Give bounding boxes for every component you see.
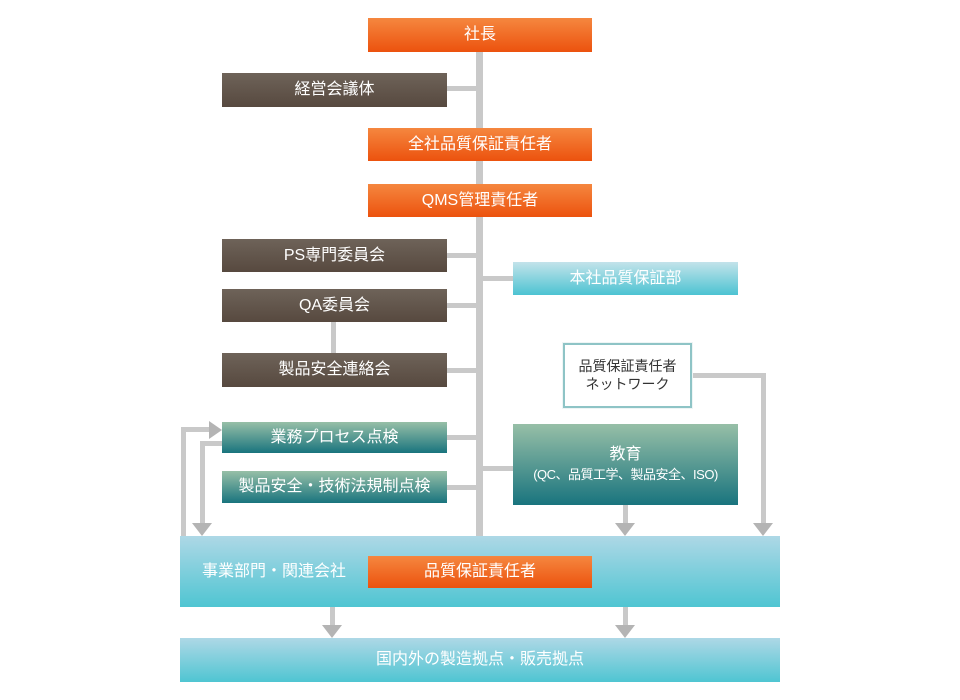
connector-liaison <box>447 368 476 373</box>
arrow-down-icon <box>615 625 635 638</box>
node-regulation-inspection: 製品安全・技術法規制点検 <box>222 471 447 503</box>
node-qa-committee-label: QA委員会 <box>298 296 371 314</box>
connector-sites-right <box>623 607 628 625</box>
node-ps-committee-label: PS専門委員会 <box>283 246 386 264</box>
node-business-divisions-label: 事業部門・関連会社 <box>201 562 346 580</box>
node-company-qa-officer-label: 全社品質保証責任者 <box>407 135 552 153</box>
connector-regulation-inspection <box>447 485 476 490</box>
node-product-safety-liaison: 製品安全連絡会 <box>222 353 447 387</box>
node-ps-committee: PS専門委員会 <box>222 239 447 272</box>
node-education-line2: (QC、品質工学、製品安全、ISO) <box>533 466 718 482</box>
arrow-down-icon <box>753 523 773 536</box>
node-product-safety-liaison-label: 製品安全連絡会 <box>278 361 391 378</box>
connector-network-vertical <box>761 373 766 523</box>
node-company-qa-officer: 全社品質保証責任者 <box>368 128 592 161</box>
connector-education-down <box>623 505 628 523</box>
node-education: 教育 (QC、品質工学、製品安全、ISO) <box>513 424 738 505</box>
arrow-down-icon <box>192 523 212 536</box>
node-division-qa-officer: 品質保証責任者 <box>368 556 592 588</box>
node-president-label: 社長 <box>463 26 496 43</box>
connector-management-council <box>447 86 476 91</box>
node-management-council-label: 経営会議体 <box>294 81 375 98</box>
connector-qa-committee <box>447 303 476 308</box>
connector-trunk <box>476 52 483 536</box>
node-qms-manager: QMS管理責任者 <box>368 184 592 217</box>
connector-qa-to-liaison <box>331 322 336 353</box>
connector-ps-committee <box>447 253 476 258</box>
connector-process-inspection <box>447 435 476 440</box>
arrow-down-icon <box>322 625 342 638</box>
node-business-divisions: 事業部門・関連会社 品質保証責任者 <box>180 536 780 607</box>
connector-left-inner-horizontal <box>200 441 222 446</box>
connector-left-outer-horizontal <box>181 427 209 432</box>
node-regulation-inspection-label: 製品安全・技術法規制点検 <box>238 478 431 495</box>
node-qms-manager-label: QMS管理責任者 <box>421 191 539 209</box>
node-process-inspection-label: 業務プロセス点検 <box>270 428 399 446</box>
node-hq-qa-dept: 本社品質保証部 <box>513 262 738 295</box>
node-management-council: 経営会議体 <box>222 73 447 107</box>
node-qa-network: 品質保証責任者 ネットワーク <box>563 343 692 408</box>
node-sites-label: 国内外の製造拠点・販売拠点 <box>375 651 584 668</box>
node-qa-network-line2: ネットワーク <box>585 375 670 392</box>
node-qa-network-line1: 品質保証責任者 <box>578 358 677 374</box>
connector-hq-qa-dept <box>483 276 513 281</box>
node-division-qa-officer-label: 品質保証責任者 <box>423 563 536 580</box>
node-president: 社長 <box>368 18 592 52</box>
connector-network-horizontal <box>692 373 766 378</box>
node-qa-network-label: 品質保証責任者 ネットワーク <box>579 358 677 393</box>
node-education-label: 教育 (QC、品質工学、製品安全、ISO) <box>533 445 718 485</box>
arrow-right-icon <box>209 421 222 439</box>
connector-left-inner-vertical <box>200 441 205 523</box>
connector-sites-left <box>330 607 335 625</box>
arrow-down-icon <box>615 523 635 536</box>
connector-education <box>483 466 513 471</box>
node-hq-qa-dept-label: 本社品質保証部 <box>569 269 682 287</box>
connector-left-outer-vertical <box>181 427 186 536</box>
node-qa-committee: QA委員会 <box>222 289 447 322</box>
node-education-line1: 教育 <box>609 445 642 463</box>
node-process-inspection: 業務プロセス点検 <box>222 422 447 453</box>
node-sites: 国内外の製造拠点・販売拠点 <box>180 638 780 682</box>
